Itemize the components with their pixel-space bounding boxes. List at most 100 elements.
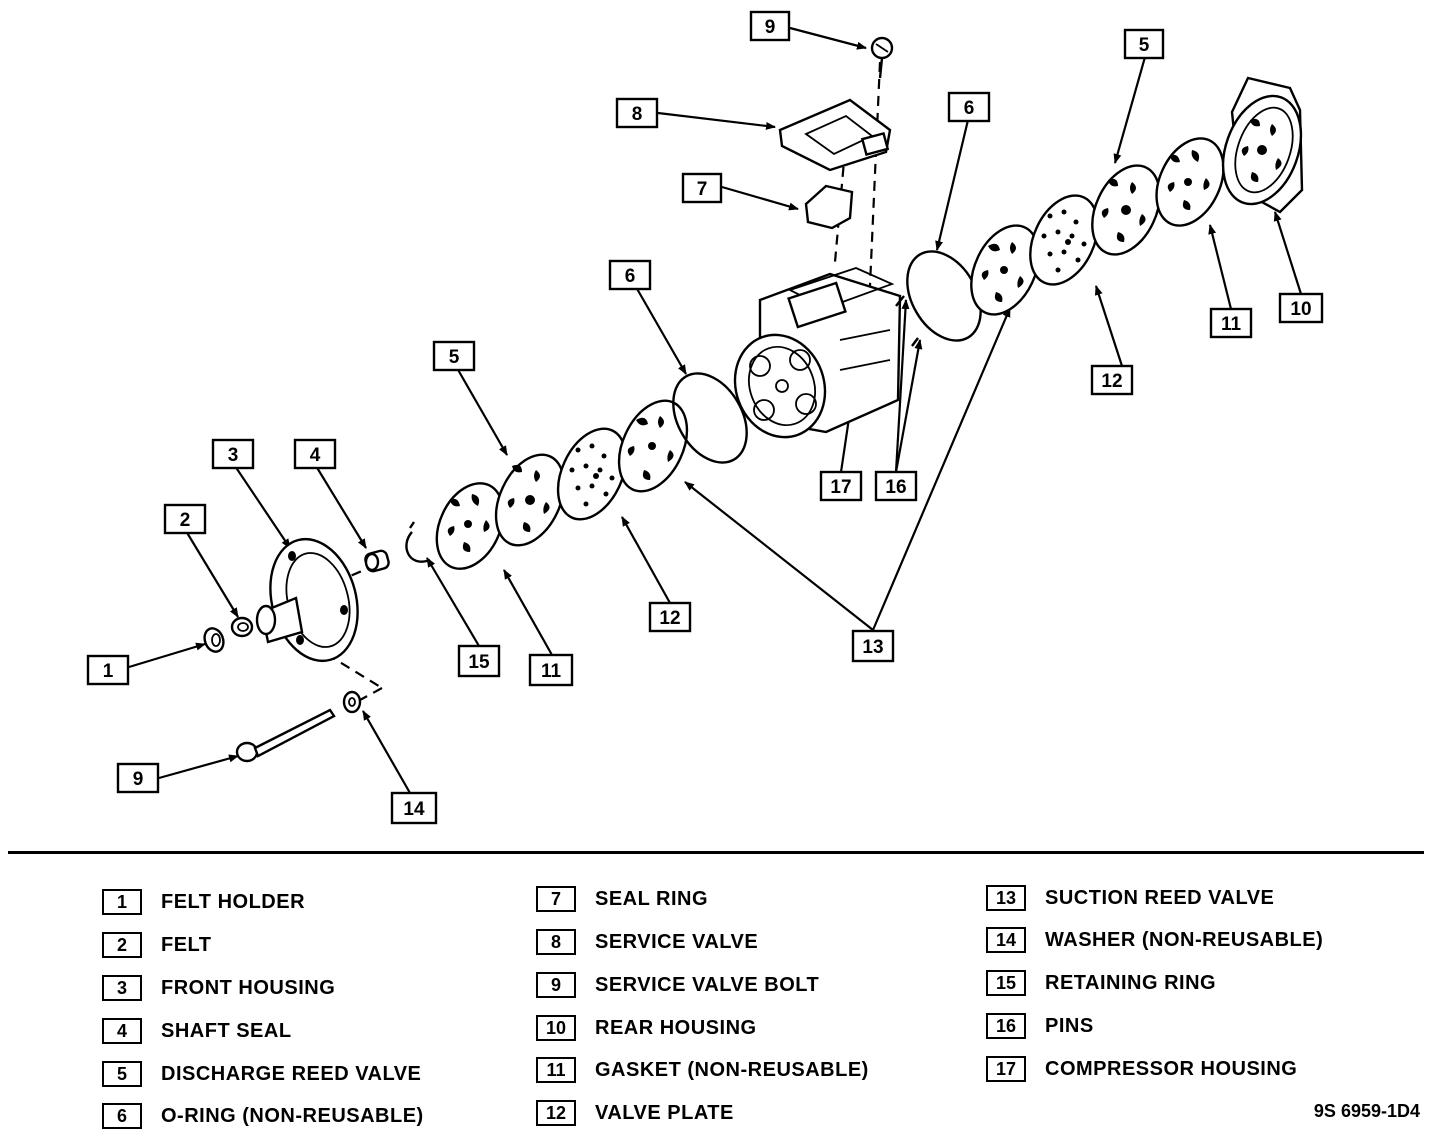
pins-part (895, 295, 919, 347)
legend-label: SERVICE VALVE BOLT (595, 973, 820, 996)
callout-3: 3 (211, 438, 255, 470)
legend-item-1: 1 FELT HOLDER (102, 887, 305, 917)
callout-label: 6 (625, 266, 636, 287)
callout-17: 17 (819, 470, 863, 502)
callout-label: 5 (449, 347, 460, 368)
service-valve-bolt-top-part (870, 36, 894, 79)
callout-14: 14 (390, 791, 438, 825)
discharge-reed-valve-front-part (494, 453, 566, 547)
legend-number: 17 (986, 1056, 1026, 1082)
legend-item-17: 17 COMPRESSOR HOUSING (986, 1054, 1297, 1084)
valve-plate-front-part (556, 427, 628, 521)
legend-label: SHAFT SEAL (161, 1019, 292, 1042)
callout-5-rear: 5 (1123, 28, 1165, 60)
compressor-housing-part (733, 267, 902, 439)
callout-11-front: 11 (528, 653, 574, 687)
callout-16: 16 (874, 470, 918, 502)
callout-label: 10 (1290, 299, 1311, 320)
callout-label: 9 (765, 17, 776, 38)
legend-item-7: 7 SEAL RING (536, 884, 708, 914)
legend-label: VALVE PLATE (595, 1101, 734, 1124)
callout-9-bottom: 9 (116, 762, 160, 794)
callout-1: 1 (86, 654, 130, 686)
o-ring-front-part (672, 372, 748, 464)
legend-item-9: 9 SERVICE VALVE BOLT (536, 970, 819, 1000)
legend-number: 7 (536, 886, 576, 912)
legend-item-14: 14 WASHER (NON-REUSABLE) (986, 925, 1323, 955)
seal-ring-part (804, 184, 854, 230)
valve-plate-rear-part (1029, 194, 1099, 286)
callout-9-top: 9 (749, 10, 791, 42)
callout-6-front: 6 (608, 259, 652, 291)
discharge-reed-valve-rear-part (1091, 164, 1161, 256)
legend-number: 11 (536, 1057, 576, 1083)
callout-label: 4 (310, 445, 321, 466)
legend-label: RETAINING RING (1045, 971, 1217, 994)
legend-number: 1 (102, 889, 142, 915)
suction-reed-valve-rear-part (970, 224, 1040, 316)
legend-item-11: 11 GASKET (NON-REUSABLE) (536, 1055, 869, 1085)
legend-number: 13 (986, 885, 1026, 911)
legend-item-13: 13 SUCTION REED VALVE (986, 883, 1274, 913)
callout-11-rear: 11 (1209, 307, 1253, 339)
callout-12-rear: 12 (1090, 364, 1134, 396)
exploded-view-diagram: 9 8 7 6 5 6 5 3 4 2 1 9 (86, 10, 1324, 825)
callout-label: 8 (632, 104, 643, 125)
legend-label: PINS (1045, 1014, 1094, 1037)
legend-number: 4 (102, 1018, 142, 1044)
callout-15: 15 (457, 644, 501, 678)
callout-label: 7 (697, 179, 708, 200)
callout-label: 2 (180, 510, 191, 531)
legend-item-4: 4 SHAFT SEAL (102, 1016, 292, 1046)
legend-item-16: 16 PINS (986, 1011, 1094, 1041)
callout-label: 12 (659, 608, 680, 629)
callout-label: 5 (1139, 35, 1150, 56)
legend-label: FELT (161, 933, 212, 956)
legend-number: 12 (536, 1100, 576, 1126)
callout-label: 1 (103, 661, 114, 682)
legend-item-5: 5 DISCHARGE REED VALVE (102, 1059, 421, 1089)
service-valve-part (778, 98, 892, 172)
legend-item-12: 12 VALVE PLATE (536, 1098, 734, 1128)
legend-number: 5 (102, 1061, 142, 1087)
legend-label: O-RING (NON-REUSABLE) (161, 1104, 424, 1127)
callout-label: 15 (468, 652, 490, 673)
callout-label: 14 (403, 799, 425, 820)
callout-label: 6 (964, 98, 975, 119)
callout-2: 2 (163, 503, 207, 535)
leader-lines (128, 26, 1303, 794)
legend-label: WASHER (NON-REUSABLE) (1045, 928, 1324, 951)
callout-label: 11 (541, 661, 562, 682)
callout-8: 8 (615, 97, 659, 129)
callout-7: 7 (681, 172, 723, 204)
legend-number: 3 (102, 975, 142, 1001)
legend-item-3: 3 FRONT HOUSING (102, 973, 335, 1003)
gasket-rear-part (1155, 137, 1225, 227)
legend-number: 10 (536, 1015, 576, 1041)
legend-label: GASKET (NON-REUSABLE) (595, 1058, 869, 1081)
legend-divider (8, 851, 1424, 854)
legend-item-2: 2 FELT (102, 930, 212, 960)
gasket-front-part (435, 482, 505, 570)
legend-item-10: 10 REAR HOUSING (536, 1013, 757, 1043)
legend-label: FELT HOLDER (161, 890, 306, 913)
legend-label: SUCTION REED VALVE (1045, 886, 1275, 909)
callout-4: 4 (293, 438, 337, 470)
callout-label: 16 (885, 477, 906, 498)
callout-label: 3 (228, 445, 239, 466)
rear-housing-part (1221, 76, 1304, 214)
felt-holder-part (203, 627, 225, 653)
legend-number: 15 (986, 970, 1026, 996)
legend-item-8: 8 SERVICE VALVE (536, 927, 758, 957)
legend-number: 9 (536, 972, 576, 998)
callout-label: 13 (862, 637, 883, 658)
legend-number: 14 (986, 927, 1026, 953)
washer-part (342, 690, 362, 714)
felt-part (230, 616, 254, 638)
callout-label: 11 (1221, 314, 1242, 335)
callout-label: 17 (830, 477, 851, 498)
front-housing-part (255, 537, 359, 663)
shaft-seal-part (364, 549, 390, 573)
legend-label: SERVICE VALVE (595, 930, 759, 953)
legend-number: 16 (986, 1013, 1026, 1039)
